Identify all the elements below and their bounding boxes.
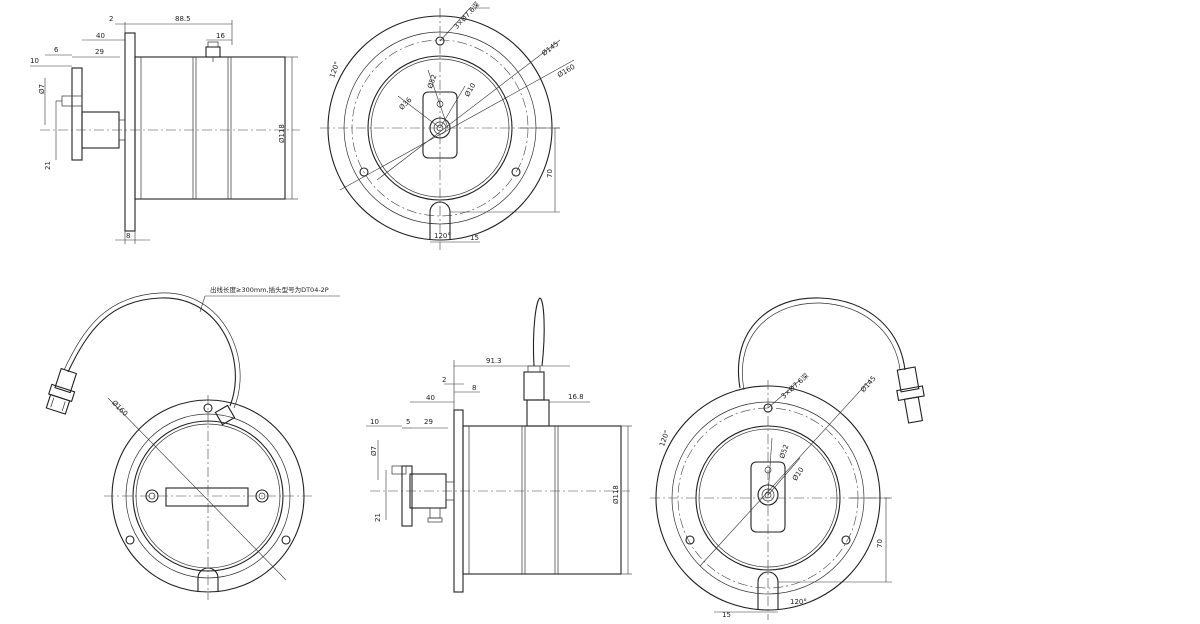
dim-d10: Ø10: [791, 466, 806, 482]
dim-21: 21: [44, 161, 52, 170]
label-plate: [165, 487, 249, 507]
mount-hole: [685, 535, 695, 545]
mount-hole: [511, 167, 521, 177]
dim-5: 5: [406, 418, 410, 426]
dim-16: 16: [216, 32, 225, 40]
flange: [124, 32, 136, 232]
dim-d118: Ø118: [278, 124, 286, 143]
cable-note: 出线长度≥300mm,插头型号为DT04-2P: [210, 285, 329, 294]
front-view-bottom: 3×Ø7.6深 Ø145 120° Ø52 Ø10 70 15 120°: [650, 297, 925, 620]
dim-d160: Ø160: [110, 399, 129, 418]
dim-d36: Ø36: [398, 96, 414, 112]
dim-70: 70: [546, 169, 554, 178]
dim-29: 29: [95, 48, 104, 56]
mount-hole: [841, 535, 851, 545]
dim-d7: Ø7: [370, 446, 378, 456]
dim-10: 10: [370, 418, 379, 426]
holes-label: 3×Ø7.6深: [452, 0, 482, 31]
slot: [197, 567, 219, 592]
cable: [738, 297, 906, 389]
dim-d10: Ø10: [463, 82, 477, 98]
slot: [757, 571, 779, 610]
dim-d118: Ø118: [612, 485, 620, 504]
shaft: [401, 465, 413, 527]
shaft: [71, 67, 83, 161]
dim-15: 15: [470, 234, 479, 242]
dim-70: 70: [876, 539, 884, 548]
dim-15: 15: [722, 611, 731, 619]
dim-d52: Ø52: [426, 73, 438, 89]
dim-10: 10: [30, 57, 39, 65]
angle-120: 120°: [328, 60, 341, 79]
dim-d7: Ø7: [38, 84, 46, 94]
dim-88-5: 88.5: [175, 15, 191, 23]
angle-120-b: 120°: [790, 598, 807, 606]
dim-2: 2: [109, 15, 113, 23]
plug: [896, 366, 925, 424]
mount-hole: [281, 535, 291, 545]
dim-16-8: 16.8: [568, 393, 584, 401]
dim-21: 21: [374, 513, 382, 522]
side-view-bottom: 91.3 2 8 40 16.8 10 5 29 Ø7 21 Ø118: [366, 297, 632, 593]
dim-d145: Ø145: [859, 375, 878, 394]
shaft-plate: [422, 91, 458, 159]
shaft-plate: [750, 461, 786, 533]
dim-40: 40: [96, 32, 105, 40]
dim-2: 2: [442, 376, 446, 384]
motor-face: [367, 55, 513, 201]
cable: [532, 297, 545, 367]
flange: [453, 409, 464, 593]
motor-body: [134, 56, 286, 200]
mount-hole: [125, 535, 135, 545]
rear-view: 出线长度≥300mm,插头型号为DT04-2P Ø160: [45, 285, 340, 600]
plug: [45, 367, 78, 415]
dim-8: 8: [472, 384, 476, 392]
dim-d145: Ø145: [540, 40, 560, 58]
dim-29: 29: [424, 418, 433, 426]
dim-40: 40: [426, 394, 435, 402]
cable: [67, 297, 236, 407]
front-view-top: 3×Ø7.6深 Ø145 Ø160 120° Ø52 Ø36 Ø10 70 12…: [320, 0, 576, 250]
angle-120-b: 120°: [434, 232, 451, 240]
dim-d160: Ø160: [556, 63, 576, 79]
holes-label: 3×Ø7.6深: [779, 371, 810, 400]
dim-6: 6: [54, 46, 59, 54]
plug: [523, 371, 545, 401]
motor-body: [462, 425, 622, 575]
connector: [526, 399, 550, 427]
connector: [205, 46, 221, 58]
side-view-top: 2 88.5 40 16 6 29 10 Ø7 21 Ø118 8: [30, 15, 300, 244]
dim-91-3: 91.3: [486, 357, 502, 365]
dim-8: 8: [126, 232, 130, 240]
mount-hole: [359, 167, 369, 177]
dim-d52: Ø52: [778, 443, 790, 459]
cable-gland: [214, 404, 236, 426]
